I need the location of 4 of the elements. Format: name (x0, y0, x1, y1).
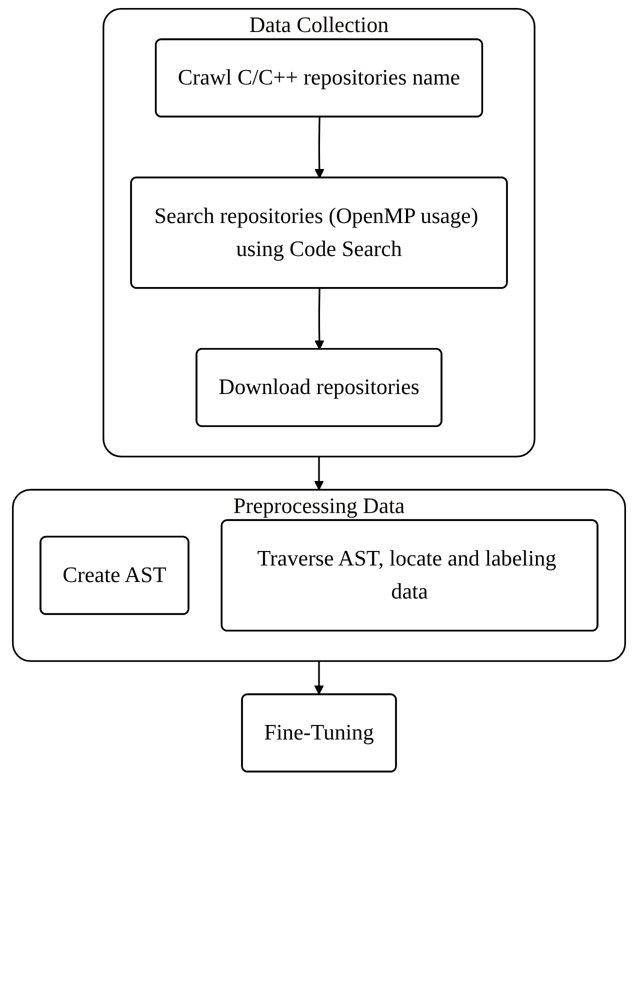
arrow (314, 117, 324, 178)
arrow (314, 661, 324, 695)
arrow (314, 456, 324, 490)
arrow (314, 288, 324, 350)
